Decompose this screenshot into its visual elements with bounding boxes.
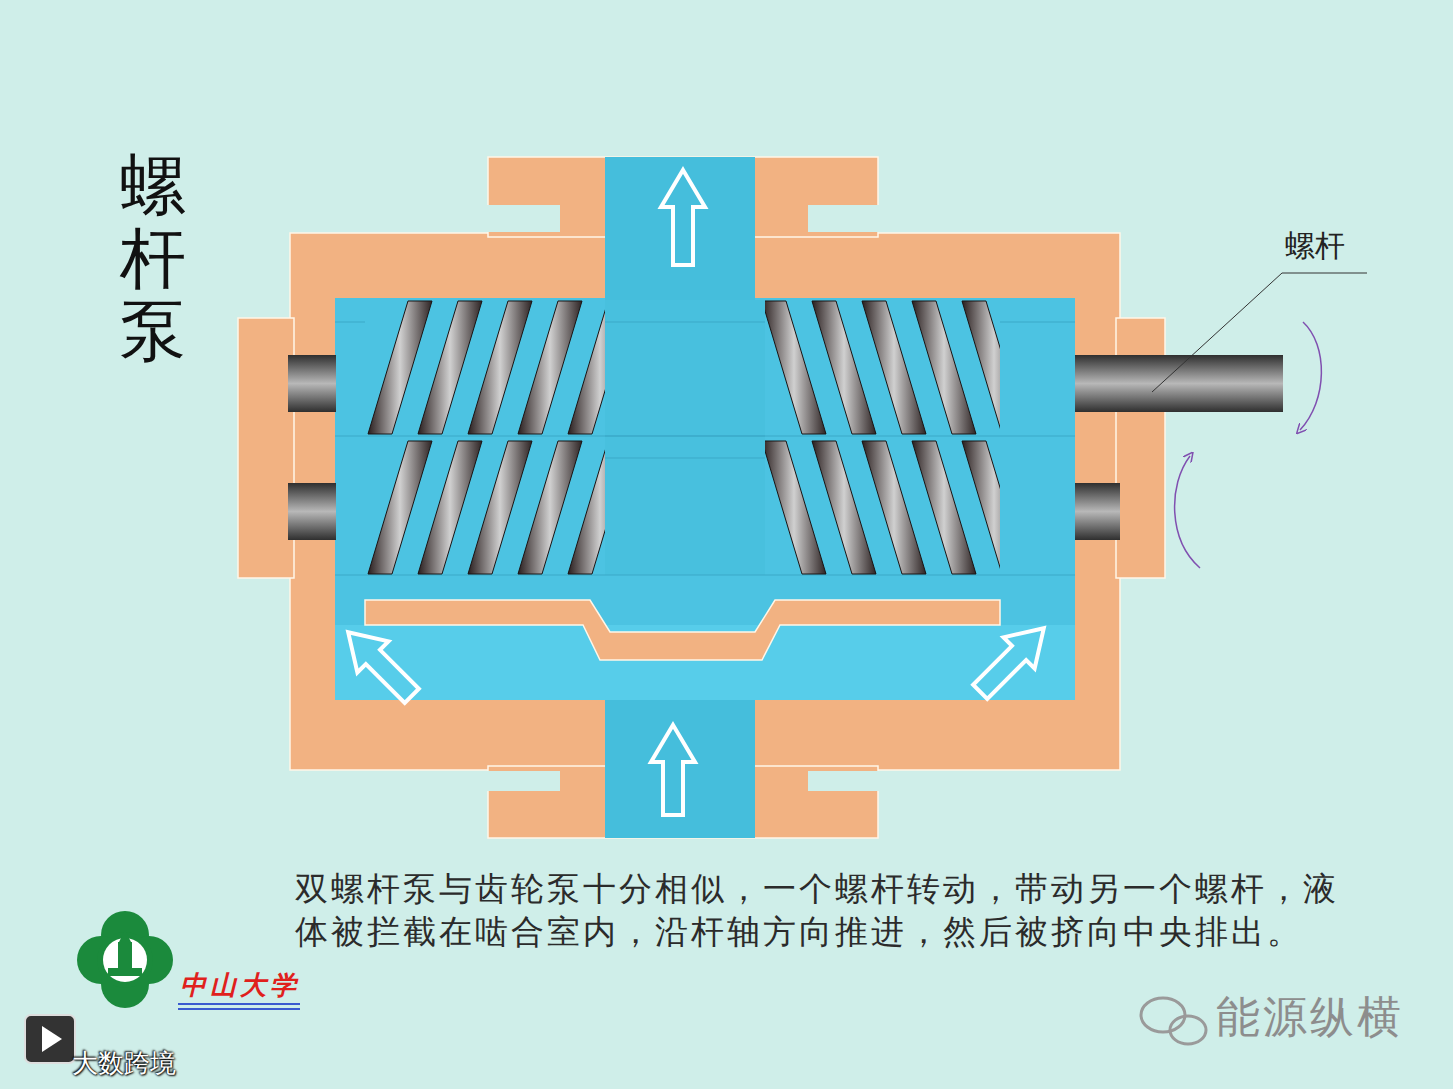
- watermark: 大数跨境: [72, 1046, 176, 1081]
- flow-arrow: [333, 170, 1060, 815]
- play-icon: [25, 1015, 75, 1063]
- leader-line: [1152, 273, 1367, 392]
- pump-housing: [238, 157, 1165, 838]
- screw-thread: [765, 301, 1000, 574]
- inner-partition: [365, 600, 1000, 660]
- pump-cavity: [335, 157, 1075, 838]
- caption-text: 双螺杆泵与齿轮泵十分相似，一个螺杆转动，带动另一个螺杆，液体被拦截在啮合室内，沿…: [295, 868, 1355, 954]
- logo-text: 中山大学: [180, 968, 300, 1003]
- part-label: 螺杆: [1285, 226, 1345, 267]
- university-logo: [77, 911, 300, 1010]
- screw-thread: [368, 301, 605, 574]
- title-text: 螺杆泵: [120, 150, 186, 368]
- watermark: 能源纵横: [1216, 988, 1404, 1047]
- rotation-arrow: [1175, 322, 1322, 568]
- wechat-icon: [1141, 998, 1206, 1044]
